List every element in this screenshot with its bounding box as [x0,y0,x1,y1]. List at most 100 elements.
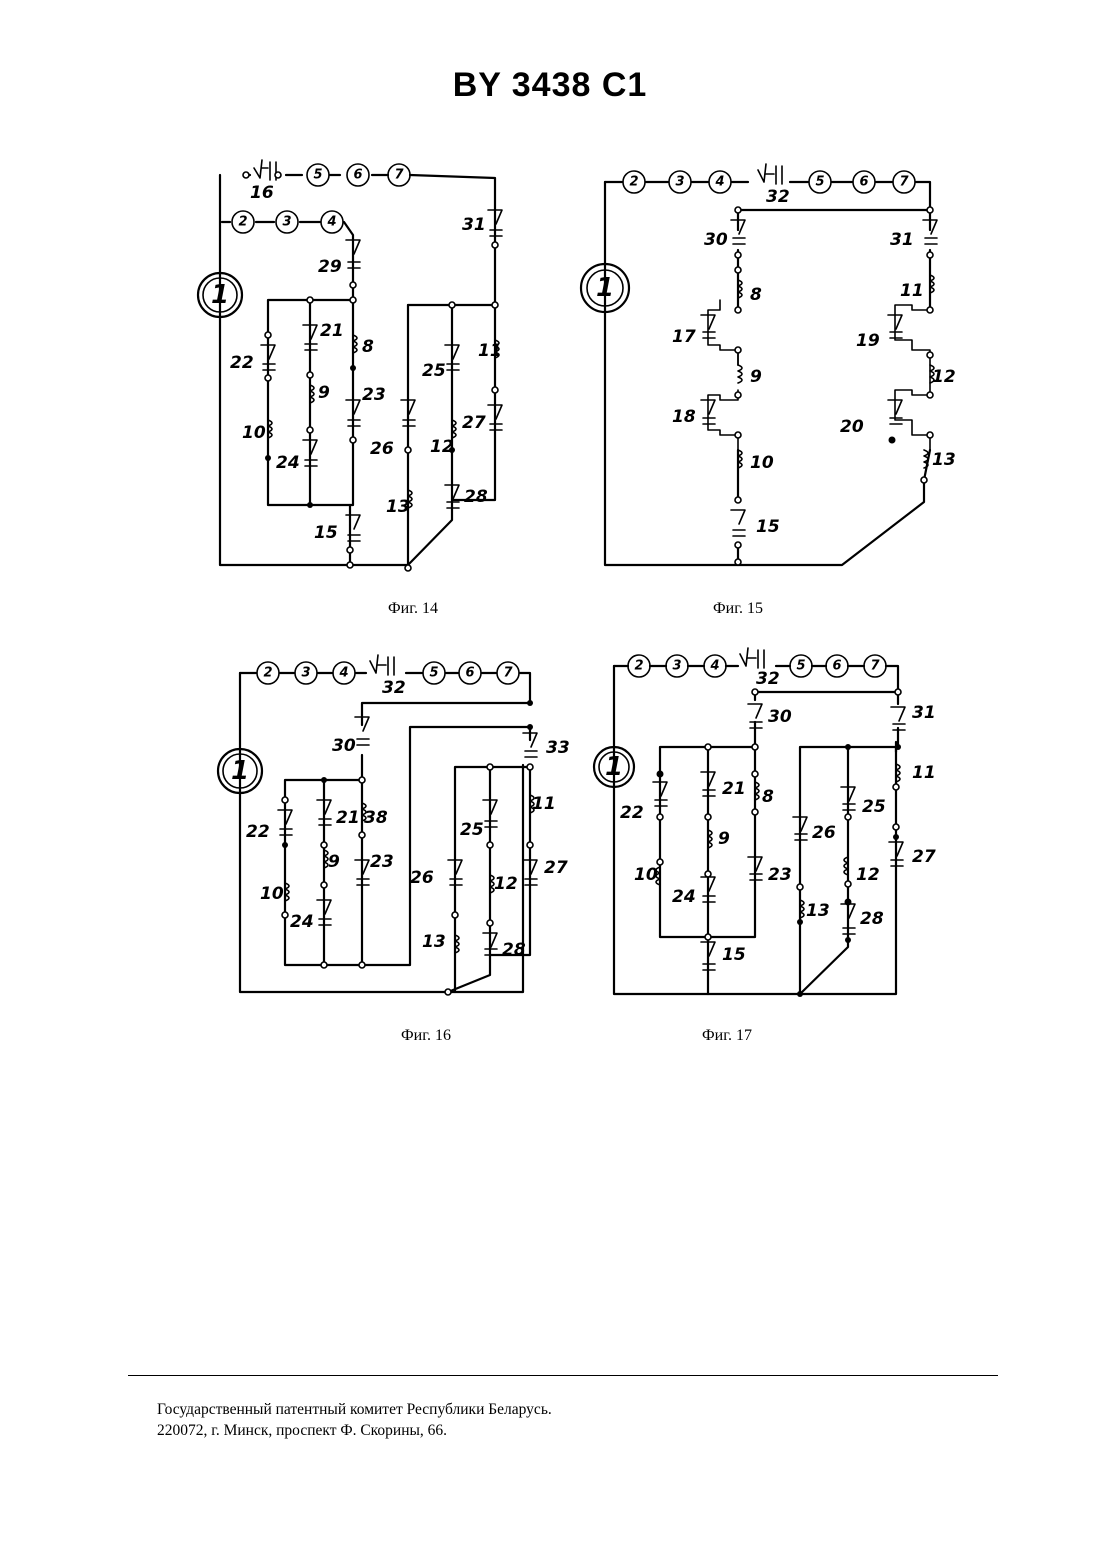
element-label: 31 [912,703,936,723]
element-label: 31 [462,215,486,235]
svg-text:6: 6 [832,659,841,674]
element-label: 21 [320,321,344,341]
element-label: 21 [722,779,746,799]
svg-text:3: 3 [672,659,681,674]
element-label: 11 [478,341,502,361]
element-label: 21 [336,808,360,828]
element-label: 15 [756,517,780,537]
element-label: 27 [912,847,936,867]
element-label: 24 [672,887,696,907]
element-label: 28 [502,940,526,960]
element-label: 13 [806,901,830,921]
element-label: 12 [856,865,880,885]
footer-line-2: 220072, г. Минск, проспект Ф. Скорины, 6… [157,1420,552,1441]
element-label: 28 [464,487,488,507]
element-label: 10 [242,423,266,443]
element-label: 8 [750,285,762,305]
element-label: 15 [722,945,746,965]
svg-text:1: 1 [596,273,614,303]
footer-line-1: Государственный патентный комитет Респуб… [157,1399,552,1420]
svg-text:2: 2 [263,666,272,681]
figure-16-circuit-diagram: 1 2 3 4 5 6 7 32 30 33 21 38 11 22 25 9 … [210,655,580,1005]
svg-text:4: 4 [714,175,724,190]
element-label: 22 [620,803,644,823]
figure-15-caption: Фиг. 15 [638,600,838,618]
element-label: 9 [318,383,330,403]
svg-text:6: 6 [353,168,362,183]
element-label: 10 [260,884,284,904]
svg-text:1: 1 [231,756,249,786]
element-label: 9 [718,829,730,849]
element-label: 11 [532,794,556,814]
svg-text:5: 5 [313,168,322,183]
element-label: 19 [856,331,880,351]
svg-text:2: 2 [634,659,643,674]
element-label: 13 [422,932,446,952]
svg-text:7: 7 [870,659,880,674]
element-label: 30 [768,707,792,727]
element-label: 33 [546,738,570,758]
element-label: 24 [276,453,300,473]
svg-text:3: 3 [675,175,684,190]
element-label: 23 [362,385,386,405]
svg-text:3: 3 [301,666,310,681]
element-label: 32 [382,678,406,698]
element-label: 16 [250,183,274,203]
patent-number-title: BY 3438 C1 [0,66,1100,105]
element-label: 32 [756,669,780,689]
svg-text:6: 6 [859,175,868,190]
element-label: 10 [634,865,658,885]
element-label: 28 [860,909,884,929]
figure-14-caption: Фиг. 14 [313,600,513,618]
element-label: 30 [332,736,356,756]
element-label: 12 [932,367,956,387]
svg-text:6: 6 [465,666,474,681]
svg-text:3: 3 [282,215,291,230]
svg-text:1: 1 [211,280,229,310]
svg-text:7: 7 [503,666,513,681]
element-label: 10 [750,453,774,473]
element-label: 26 [410,868,434,888]
element-label: 29 [318,257,342,277]
element-label: 25 [422,361,446,381]
svg-text:4: 4 [326,215,336,230]
element-label: 25 [460,820,484,840]
element-label: 22 [246,822,270,842]
svg-text:7: 7 [394,168,404,183]
element-label: 23 [370,852,394,872]
element-label: 15 [314,523,338,543]
element-label: 8 [762,787,774,807]
element-label: 25 [862,797,886,817]
element-label: 12 [494,874,518,894]
element-label: 11 [912,763,936,783]
element-label: 26 [370,439,394,459]
element-label: 8 [362,337,374,357]
footer-divider [128,1375,998,1376]
svg-text:1: 1 [605,752,623,782]
element-label: 23 [768,865,792,885]
svg-text:2: 2 [629,175,638,190]
element-label: 12 [430,437,454,457]
element-label: 22 [230,353,254,373]
figure-17-circuit-diagram: 1 2 3 4 5 6 7 32 30 31 22 21 8 25 11 9 2… [590,652,970,1002]
element-label: 13 [932,450,956,470]
svg-text:2: 2 [238,215,247,230]
element-label: 27 [544,858,568,878]
svg-text:5: 5 [815,175,824,190]
element-label: 32 [766,187,790,207]
element-label: 30 [704,230,728,250]
figure-16-caption: Фиг. 16 [326,1027,526,1045]
svg-text:4: 4 [338,666,348,681]
figure-17-caption: Фиг. 17 [627,1027,827,1045]
supply-circle-1: 1 [594,747,634,787]
element-label: 20 [840,417,864,437]
figure-14-circuit-diagram: 1 5 6 7 2 3 4 16 29 31 21 8 22 9 23 25 1… [190,150,520,580]
element-label: 11 [900,281,924,301]
figure-15-circuit-diagram: 1 2 3 4 5 6 7 32 30 31 8 11 17 19 9 12 1… [570,150,950,580]
svg-text:4: 4 [709,659,719,674]
element-label: 31 [890,230,914,250]
element-label: 27 [462,413,486,433]
element-label: 9 [750,367,762,387]
svg-text:5: 5 [429,666,438,681]
element-label: 9 [328,852,340,872]
